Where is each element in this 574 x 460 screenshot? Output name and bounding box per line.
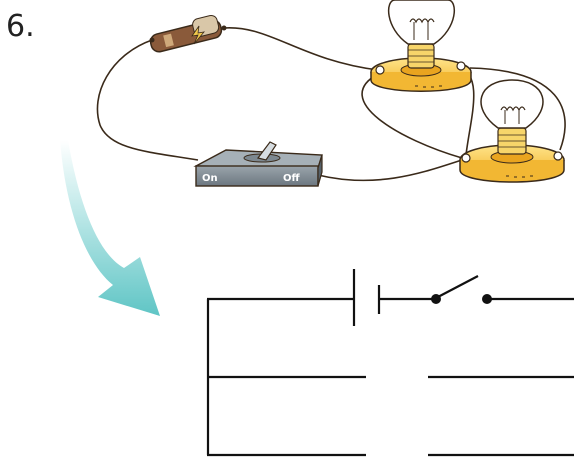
switch-off-label: Off <box>283 173 301 184</box>
switch-contacts <box>431 294 492 304</box>
battery-icon <box>149 14 227 53</box>
switch-blade <box>435 275 479 299</box>
switch-contact-left <box>431 294 441 304</box>
circuit-schematic <box>206 269 574 457</box>
light-bulb-icon <box>370 0 472 92</box>
light-bulb-icon <box>459 79 565 183</box>
switch-contact-right <box>482 294 492 304</box>
curved-arrow-icon <box>60 140 160 316</box>
switch-on-label: On <box>202 173 218 184</box>
toggle-switch-icon: On Off <box>193 141 323 187</box>
question-number: 6. <box>6 9 35 44</box>
